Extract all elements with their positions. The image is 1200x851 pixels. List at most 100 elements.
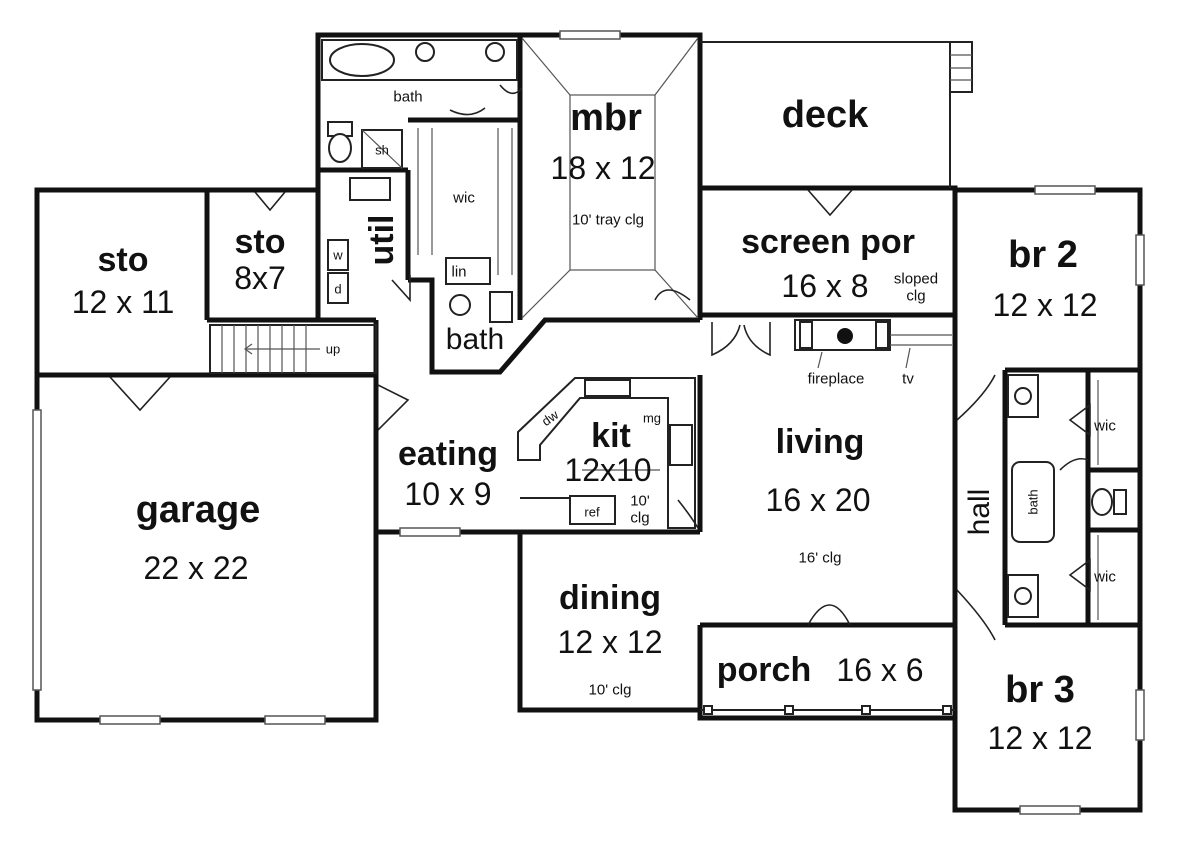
label-bathtub: bath xyxy=(1025,489,1041,515)
room-name-br3: br 3 xyxy=(1005,669,1075,711)
room-name-living: living xyxy=(775,423,865,461)
room-dim-porch: 16 x 6 xyxy=(836,652,924,688)
door-screen-living-2 xyxy=(743,322,771,357)
bath-counter xyxy=(321,39,518,81)
stair-run xyxy=(209,324,377,374)
window-mbr xyxy=(559,30,621,40)
fireplace-icon xyxy=(837,328,853,344)
garage-door xyxy=(32,409,42,691)
room-name-util: util xyxy=(363,214,401,266)
door-br2 xyxy=(956,374,996,421)
room-name-garage: garage xyxy=(135,489,261,531)
room-dim-mbr: 18 x 12 xyxy=(550,150,656,186)
sink-bowl xyxy=(1014,587,1032,605)
room-dim-dining: 12 x 12 xyxy=(557,624,663,660)
linen-closet xyxy=(445,257,491,285)
door-pantry xyxy=(677,499,699,529)
sink-icon xyxy=(485,42,505,62)
porch-posts xyxy=(700,705,955,715)
door-wic-br3 xyxy=(1068,558,1091,592)
interior-walls xyxy=(37,35,1140,810)
label-washer: w xyxy=(333,247,343,263)
room-note-living: 16' clg xyxy=(798,549,842,567)
label-dryer: d xyxy=(334,281,342,297)
small-bath-fixtures xyxy=(449,291,513,323)
room-name-sto-left: sto xyxy=(97,241,149,279)
room-name-eating: eating xyxy=(397,435,499,473)
label-wic-br2: wic xyxy=(1094,417,1116,435)
door-util xyxy=(391,275,411,303)
window-br2-side xyxy=(1135,234,1145,286)
room-name-mbr: mbr xyxy=(570,97,642,139)
shower-icon xyxy=(361,129,403,169)
door-garage-eating xyxy=(377,384,410,431)
porch-post xyxy=(942,705,952,715)
door-screen-por xyxy=(807,189,853,217)
room-name-dining: dining xyxy=(559,579,661,617)
door-sto-mid xyxy=(254,191,286,212)
room-dim-garage: 22 x 22 xyxy=(143,550,249,586)
fireplace-fixtures xyxy=(794,319,952,369)
porch-post xyxy=(784,705,794,715)
room-dim-sto-mid: 8x7 xyxy=(234,260,286,296)
window-garage-2 xyxy=(264,715,326,725)
master-bath-fixtures xyxy=(321,39,518,285)
room-name-hall: hall xyxy=(963,488,996,536)
tray-inner xyxy=(569,94,656,271)
window-br2 xyxy=(1034,185,1096,195)
door-wic-br2 xyxy=(1068,403,1091,437)
room-name-bath-master: bath xyxy=(393,88,423,106)
refrigerator-icon xyxy=(569,495,616,525)
door-mbr xyxy=(654,289,691,301)
room-name-porch: porch xyxy=(716,651,812,689)
door-hall-bath xyxy=(1059,457,1089,471)
util-fixtures xyxy=(327,177,391,304)
label-fireplace: fireplace xyxy=(807,370,865,388)
kitchen-sink xyxy=(584,379,631,397)
toilet-icon xyxy=(328,133,352,163)
sink-icon xyxy=(449,294,471,316)
sink-bowl xyxy=(1014,387,1032,405)
doors xyxy=(109,84,1091,641)
windows xyxy=(32,30,1145,815)
room-name-sto-mid: sto xyxy=(234,223,286,261)
label-wic-br3: wic xyxy=(1094,568,1116,586)
room-name-br2: br 2 xyxy=(1008,234,1078,276)
door-porch xyxy=(807,604,851,626)
porch-post xyxy=(861,705,871,715)
room-dim-kit: 12x10 xyxy=(564,452,652,488)
sink-icon xyxy=(415,42,435,62)
room-dim-eating: 10 x 9 xyxy=(404,476,492,512)
room-note-kit: 10' clg xyxy=(630,492,650,526)
room-note-dining: 10' clg xyxy=(588,681,632,699)
util-sink xyxy=(349,177,391,201)
label-wic-master: wic xyxy=(453,189,475,207)
room-dim-living: 16 x 20 xyxy=(765,482,871,518)
door-wic xyxy=(449,107,486,116)
room-name-bath-small: bath xyxy=(445,323,505,356)
bathtub-icon xyxy=(1011,461,1055,543)
window-br3-side xyxy=(1135,689,1145,741)
room-note-mbr: 10' tray clg xyxy=(571,211,645,229)
deck-stairs xyxy=(949,41,973,93)
label-tv: tv xyxy=(902,370,914,388)
room-dim-screen-por: 16 x 8 xyxy=(781,268,869,304)
toilet-tank-icon xyxy=(1113,489,1127,515)
label-shower: sh xyxy=(375,142,389,158)
label-stairs-up: up xyxy=(325,341,341,357)
kitchen-fixtures xyxy=(517,377,696,529)
room-note-screen-por: sloped clg xyxy=(893,270,939,304)
porch-post xyxy=(703,705,713,715)
window-eating xyxy=(399,527,461,537)
toilet-icon xyxy=(1091,488,1113,516)
tray-ceiling xyxy=(521,37,699,319)
door-screen-living-1 xyxy=(711,322,741,357)
dryer-icon xyxy=(327,272,349,304)
room-name-deck: deck xyxy=(781,94,869,136)
washer-icon xyxy=(327,239,349,271)
wall-small-bath xyxy=(408,277,700,375)
door-master-bath xyxy=(499,84,523,95)
door-garage-sto xyxy=(109,376,171,412)
room-dim-br3: 12 x 12 xyxy=(987,720,1093,756)
